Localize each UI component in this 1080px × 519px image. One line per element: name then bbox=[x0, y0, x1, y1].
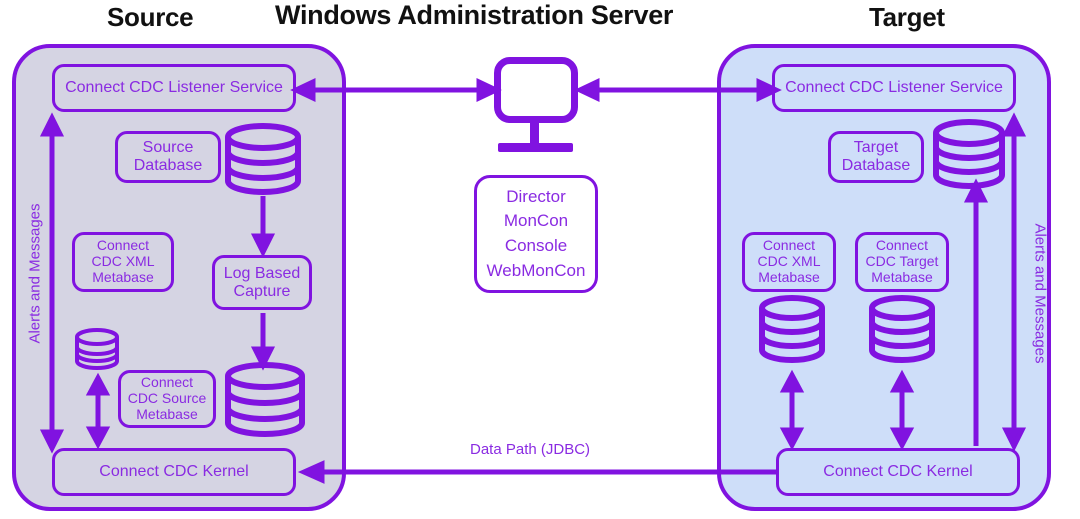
admin-to-target-arrow bbox=[574, 78, 782, 102]
capture-to-store-arrow bbox=[250, 313, 276, 371]
target-xml-metabase-kernel-arrow bbox=[779, 369, 805, 451]
source-listener-service-box[interactable]: Connect CDC Listener Service bbox=[52, 64, 296, 112]
page-title-target: Target bbox=[869, 2, 945, 32]
source-capture-store-cylinder-icon bbox=[224, 362, 306, 438]
log-based-capture-box[interactable]: Log Based Capture bbox=[212, 255, 312, 310]
monitor-neck-icon bbox=[530, 123, 539, 145]
source-alerts-arrow bbox=[39, 112, 65, 454]
target-database-box[interactable]: Target Database bbox=[828, 131, 924, 183]
source-alerts-label: Alerts and Messages bbox=[26, 203, 44, 344]
data-path-label: Data Path (JDBC) bbox=[470, 441, 591, 458]
monitor-icon bbox=[494, 57, 578, 123]
source-xml-metabase-box[interactable]: Connect CDC XML Metabase bbox=[72, 232, 174, 292]
admin-tools-box[interactable]: Director MonCon Console WebMonCon bbox=[474, 175, 598, 293]
target-alerts-label: Alerts and Messages bbox=[1031, 223, 1049, 364]
data-path-arrow bbox=[297, 460, 778, 484]
source-to-admin-arrow bbox=[290, 78, 502, 102]
page-title-center: Windows Administration Server bbox=[275, 0, 674, 30]
source-kernel-box[interactable]: Connect CDC Kernel bbox=[52, 448, 296, 496]
source-metabase-kernel-arrow bbox=[85, 372, 111, 450]
source-metabase-small-cylinder-icon bbox=[74, 328, 120, 372]
target-kernel-to-database-arrow bbox=[963, 178, 989, 446]
source-metabase-box[interactable]: Connect CDC Source Metabase bbox=[118, 370, 216, 428]
target-panel bbox=[717, 44, 1051, 511]
target-kernel-box[interactable]: Connect CDC Kernel bbox=[776, 448, 1020, 496]
target-xml-metabase-cylinder-icon bbox=[758, 295, 826, 363]
target-database-cylinder-icon bbox=[932, 119, 1006, 189]
target-metabase-box[interactable]: Connect CDC Target Metabase bbox=[855, 232, 949, 292]
target-metabase-kernel-arrow bbox=[889, 369, 915, 451]
target-listener-service-box[interactable]: Connect CDC Listener Service bbox=[772, 64, 1016, 112]
target-metabase-cylinder-icon bbox=[868, 295, 936, 363]
page-title-source: Source bbox=[107, 2, 194, 32]
source-database-cylinder-icon bbox=[224, 123, 302, 195]
source-db-to-capture-arrow bbox=[250, 196, 276, 258]
target-alerts-arrow bbox=[1001, 112, 1027, 452]
source-database-box[interactable]: Source Database bbox=[115, 131, 221, 183]
monitor-base-icon bbox=[498, 143, 573, 152]
target-xml-metabase-box[interactable]: Connect CDC XML Metabase bbox=[742, 232, 836, 292]
